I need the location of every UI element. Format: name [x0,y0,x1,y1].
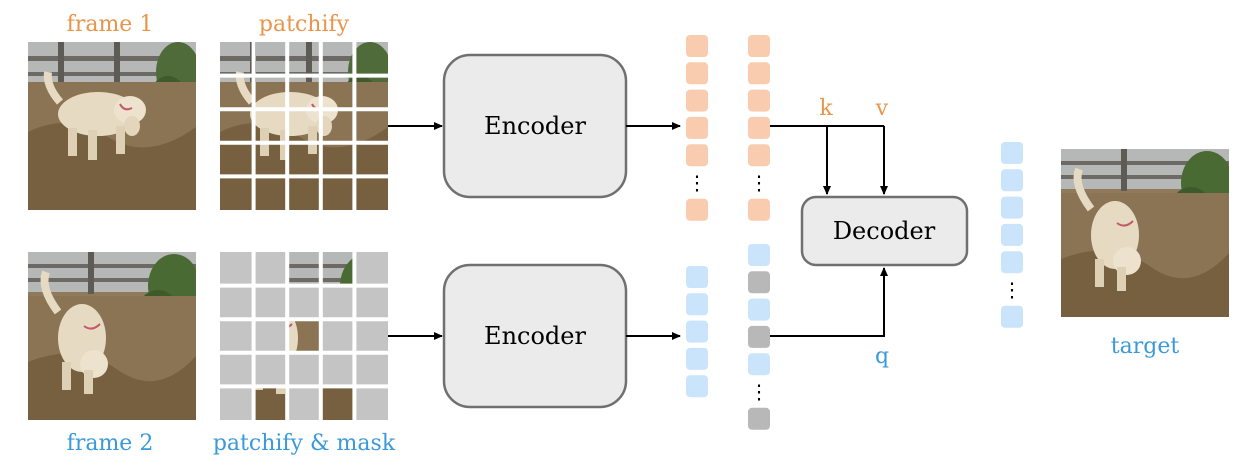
masked-patch [220,352,254,387]
query-arrow [770,267,888,337]
token-blue [1001,169,1023,192]
masked-patch [253,285,288,320]
token-blue [1001,196,1023,219]
encoder-bottom-label: Encoder [484,322,586,350]
token-orange [748,116,770,139]
token-gray [748,407,770,430]
token-orange [748,144,770,167]
token-ellipsis: ⋮ [749,380,769,404]
masked-patch [287,352,321,387]
masked-patch [220,252,254,286]
token-blue [1001,251,1023,274]
token-column-output: ⋮ [1001,142,1023,328]
value-label: v [875,96,889,121]
token-gray [748,271,770,294]
patchified-frame1 [220,42,388,210]
token-blue [686,375,708,398]
token-ellipsis: ⋮ [1002,278,1022,302]
token-blue [686,266,708,288]
masked-patch [320,352,355,387]
token-orange [748,89,770,112]
masked-patch [354,319,388,353]
decoder-box [800,195,969,267]
target-image [1061,149,1233,317]
key-label: k [819,96,833,121]
decoder-label: Decoder [833,217,936,245]
masked-patch [220,386,254,420]
frame1-label: frame 1 [67,12,154,37]
token-blue [686,320,708,343]
masked-patch [220,285,254,320]
masked-patch [253,319,288,353]
token-orange [748,62,770,85]
masked-patch [354,386,388,420]
token-blue [1001,305,1023,328]
token-column-top-left: ⋮ [686,35,708,221]
token-orange [686,89,708,112]
patchify-mask-label: patchify & mask [213,431,396,456]
masked-patch [354,352,388,387]
token-blue [748,353,770,376]
masked-patch [354,285,388,320]
token-blue [1001,142,1023,164]
token-orange [686,144,708,167]
masked-patch [287,386,321,420]
token-orange [686,62,708,85]
token-blue [686,293,708,316]
masked-patch [320,319,355,353]
token-blue [686,347,708,370]
token-column-top-right: ⋮ [748,35,770,221]
token-column-bottom-right: ⋮ [748,244,770,430]
frame2-label: frame 2 [67,431,154,456]
token-gray [748,325,770,348]
encoder-top-label: Encoder [484,112,586,140]
token-ellipsis: ⋮ [687,171,707,195]
query-label: q [875,344,889,369]
token-blue [748,298,770,321]
token-orange [686,116,708,139]
token-orange [748,35,770,57]
frame2-image [28,252,200,420]
token-orange [686,198,708,221]
token-orange [748,198,770,221]
token-blue [1001,223,1023,246]
target-label: target [1111,334,1180,359]
token-column-bottom-left [686,266,708,398]
frame1-image [28,42,200,210]
masked-patch [253,252,288,286]
token-orange [686,35,708,57]
masked-patch [253,352,288,387]
masked-patch [287,285,321,320]
masked-patch [320,285,355,320]
token-ellipsis: ⋮ [749,171,769,195]
patchified-masked-frame2 [220,252,388,420]
token-blue [748,244,770,266]
masked-patch [354,252,388,286]
masked-patch [220,319,254,353]
patchify-label: patchify [259,12,350,37]
